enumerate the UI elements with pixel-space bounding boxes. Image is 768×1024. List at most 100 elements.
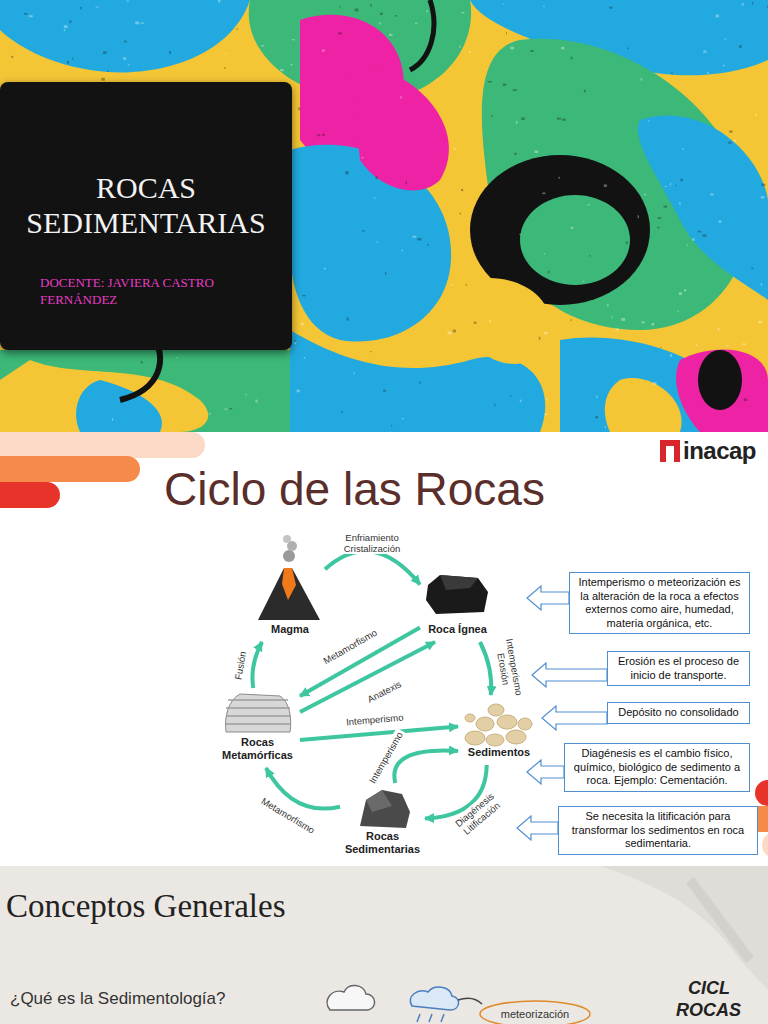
logo-text: inacap [683, 437, 756, 465]
texture-speck [609, 7, 612, 9]
node-text: Depósito no consolidado [614, 706, 743, 720]
texture-speck [126, 0, 129, 1]
texture-speck [64, 29, 66, 31]
texture-speck [291, 64, 293, 66]
texture-speck [672, 72, 673, 75]
node-text: Magma [271, 623, 309, 636]
node-subtext: DOCENTE: JAVIERA CASTRO FERNÁNDEZ [40, 274, 250, 308]
texture-speck [542, 193, 545, 195]
texture-speck [395, 15, 397, 16]
texture-speck [539, 337, 541, 340]
texture-speck [665, 186, 667, 187]
texture-speck [545, 414, 548, 416]
texture-speck [653, 382, 656, 385]
texture-speck [723, 65, 725, 66]
stage-node: Sedimentos [458, 695, 540, 765]
texture-speck [752, 2, 753, 4]
texture-speck [584, 90, 586, 92]
texture-speck [24, 13, 28, 15]
texture-speck [670, 183, 671, 186]
texture-speck [141, 361, 143, 363]
texture-speck [605, 426, 606, 428]
texture-speck [545, 398, 548, 399]
texture-speck [684, 289, 686, 292]
texture-speck [338, 32, 342, 34]
texture-speck [739, 45, 742, 48]
texture-speck [557, 118, 561, 120]
texture-speck [644, 194, 646, 196]
texture-speck [72, 58, 73, 61]
texture-speck [461, 189, 463, 191]
texture-speck [571, 227, 574, 229]
texture-speck [354, 372, 355, 374]
texture-speck [678, 310, 679, 312]
callout-box: Diagénesis es el cambio físico, químico,… [564, 743, 750, 792]
texture-speck [225, 53, 226, 54]
sketch-label: CICL [688, 978, 730, 999]
texture-speck [675, 185, 676, 186]
texture-speck [370, 351, 372, 352]
texture-speck [724, 38, 726, 39]
texture-speck [707, 72, 709, 74]
texture-speck [292, 39, 295, 41]
texture-speck [503, 84, 506, 86]
cycle-arrow [394, 751, 458, 783]
texture-speck [297, 390, 300, 393]
texture-speck [124, 41, 127, 43]
texture-speck [744, 399, 748, 402]
texture-speck [67, 61, 69, 64]
texture-speck [489, 320, 491, 322]
slide-title: Ciclo de las Rocas [164, 462, 545, 516]
texture-speck [415, 23, 417, 24]
texture-speck [520, 400, 522, 403]
section-heading: Conceptos Generales [6, 888, 286, 925]
texture-speck [710, 194, 714, 196]
texture-speck [218, 0, 220, 2]
texture-speck [742, 3, 744, 5]
texture-speck [370, 4, 372, 7]
texture-speck [562, 119, 566, 121]
texture-speck [103, 51, 107, 54]
texture-speck [727, 345, 729, 346]
texture-speck [703, 234, 707, 236]
texture-speck [469, 51, 471, 53]
texture-speck [658, 217, 661, 219]
texture-speck [734, 140, 736, 142]
texture-speck [391, 425, 392, 427]
texture-speck [652, 323, 655, 326]
texture-speck [641, 78, 643, 81]
texture-speck [355, 9, 359, 12]
texture-speck [298, 107, 300, 110]
texture-speck [554, 171, 558, 174]
cycle-arrow [300, 642, 435, 712]
texture-speck [494, 404, 495, 406]
texture-speck [570, 319, 572, 320]
texture-speck [680, 179, 683, 181]
texture-speck [123, 57, 126, 59]
texture-speck [128, 64, 130, 66]
texture-speck [670, 354, 672, 357]
texture-speck [169, 51, 171, 54]
texture-speck [751, 268, 753, 270]
texture-speck [506, 32, 507, 34]
texture-speck [583, 281, 584, 282]
texture-speck [29, 15, 33, 17]
texture-speck [437, 80, 438, 81]
question-text: ¿Qué es la Sedimentología? [10, 989, 225, 1009]
callout-box: Erosión es el proceso de inicio de trans… [607, 651, 750, 686]
texture-speck [474, 322, 477, 324]
texture-speck [604, 184, 607, 187]
texture-speck [324, 268, 326, 270]
texture-speck [626, 241, 628, 244]
texture-speck [389, 34, 393, 36]
texture-speck [657, 227, 660, 228]
texture-speck [294, 341, 296, 344]
cycle-arrow [480, 642, 491, 695]
texture-speck [177, 357, 179, 358]
texture-speck [616, 328, 619, 330]
texture-speck [513, 89, 517, 91]
texture-speck [638, 215, 639, 218]
texture-speck [535, 151, 539, 154]
stage-node: Roca Ígnea [420, 570, 495, 642]
cover-box: ROCAS SEDIMENTARIASDOCENTE: JAVIERA CAST… [0, 82, 292, 350]
